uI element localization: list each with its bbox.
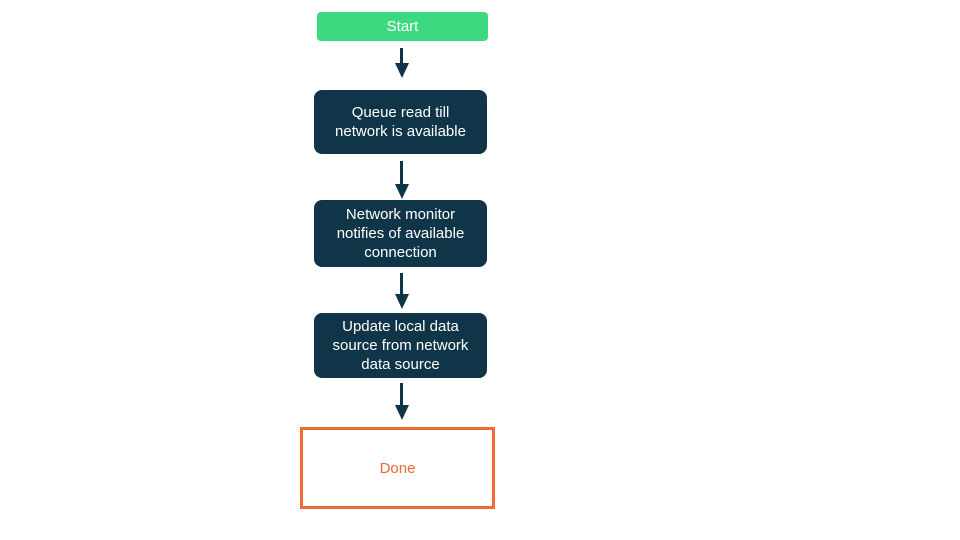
flowchart-node-network-monitor: Network monitor notifies of available co… [314, 200, 487, 267]
node-step1-label: Queue read till network is available [335, 104, 466, 140]
node-done-label: Done [379, 459, 416, 477]
arrow-shaft [400, 273, 403, 294]
node-step3-label: Update local data source from network da… [332, 318, 469, 373]
flow-arrow-step1-to-step2 [394, 161, 409, 199]
arrow-down-icon [394, 405, 409, 420]
node-step2-label: Network monitor notifies of available co… [336, 206, 465, 261]
arrow-shaft [400, 161, 403, 184]
arrow-down-icon [394, 63, 409, 78]
flow-arrow-step3-to-done [394, 383, 409, 420]
arrow-shaft [400, 48, 403, 63]
arrow-shaft [400, 383, 403, 405]
flow-arrow-step2-to-step3 [394, 273, 409, 309]
flowchart-node-update-local-data: Update local data source from network da… [314, 313, 487, 378]
arrow-down-icon [394, 184, 409, 199]
flowchart-node-done: Done [300, 427, 495, 509]
arrow-down-icon [394, 294, 409, 309]
flow-arrow-start-to-step1 [394, 48, 409, 78]
node-start-label: Start [386, 18, 419, 35]
flowchart-node-start: Start [317, 12, 488, 41]
flowchart-node-queue-read: Queue read till network is available [314, 90, 487, 154]
